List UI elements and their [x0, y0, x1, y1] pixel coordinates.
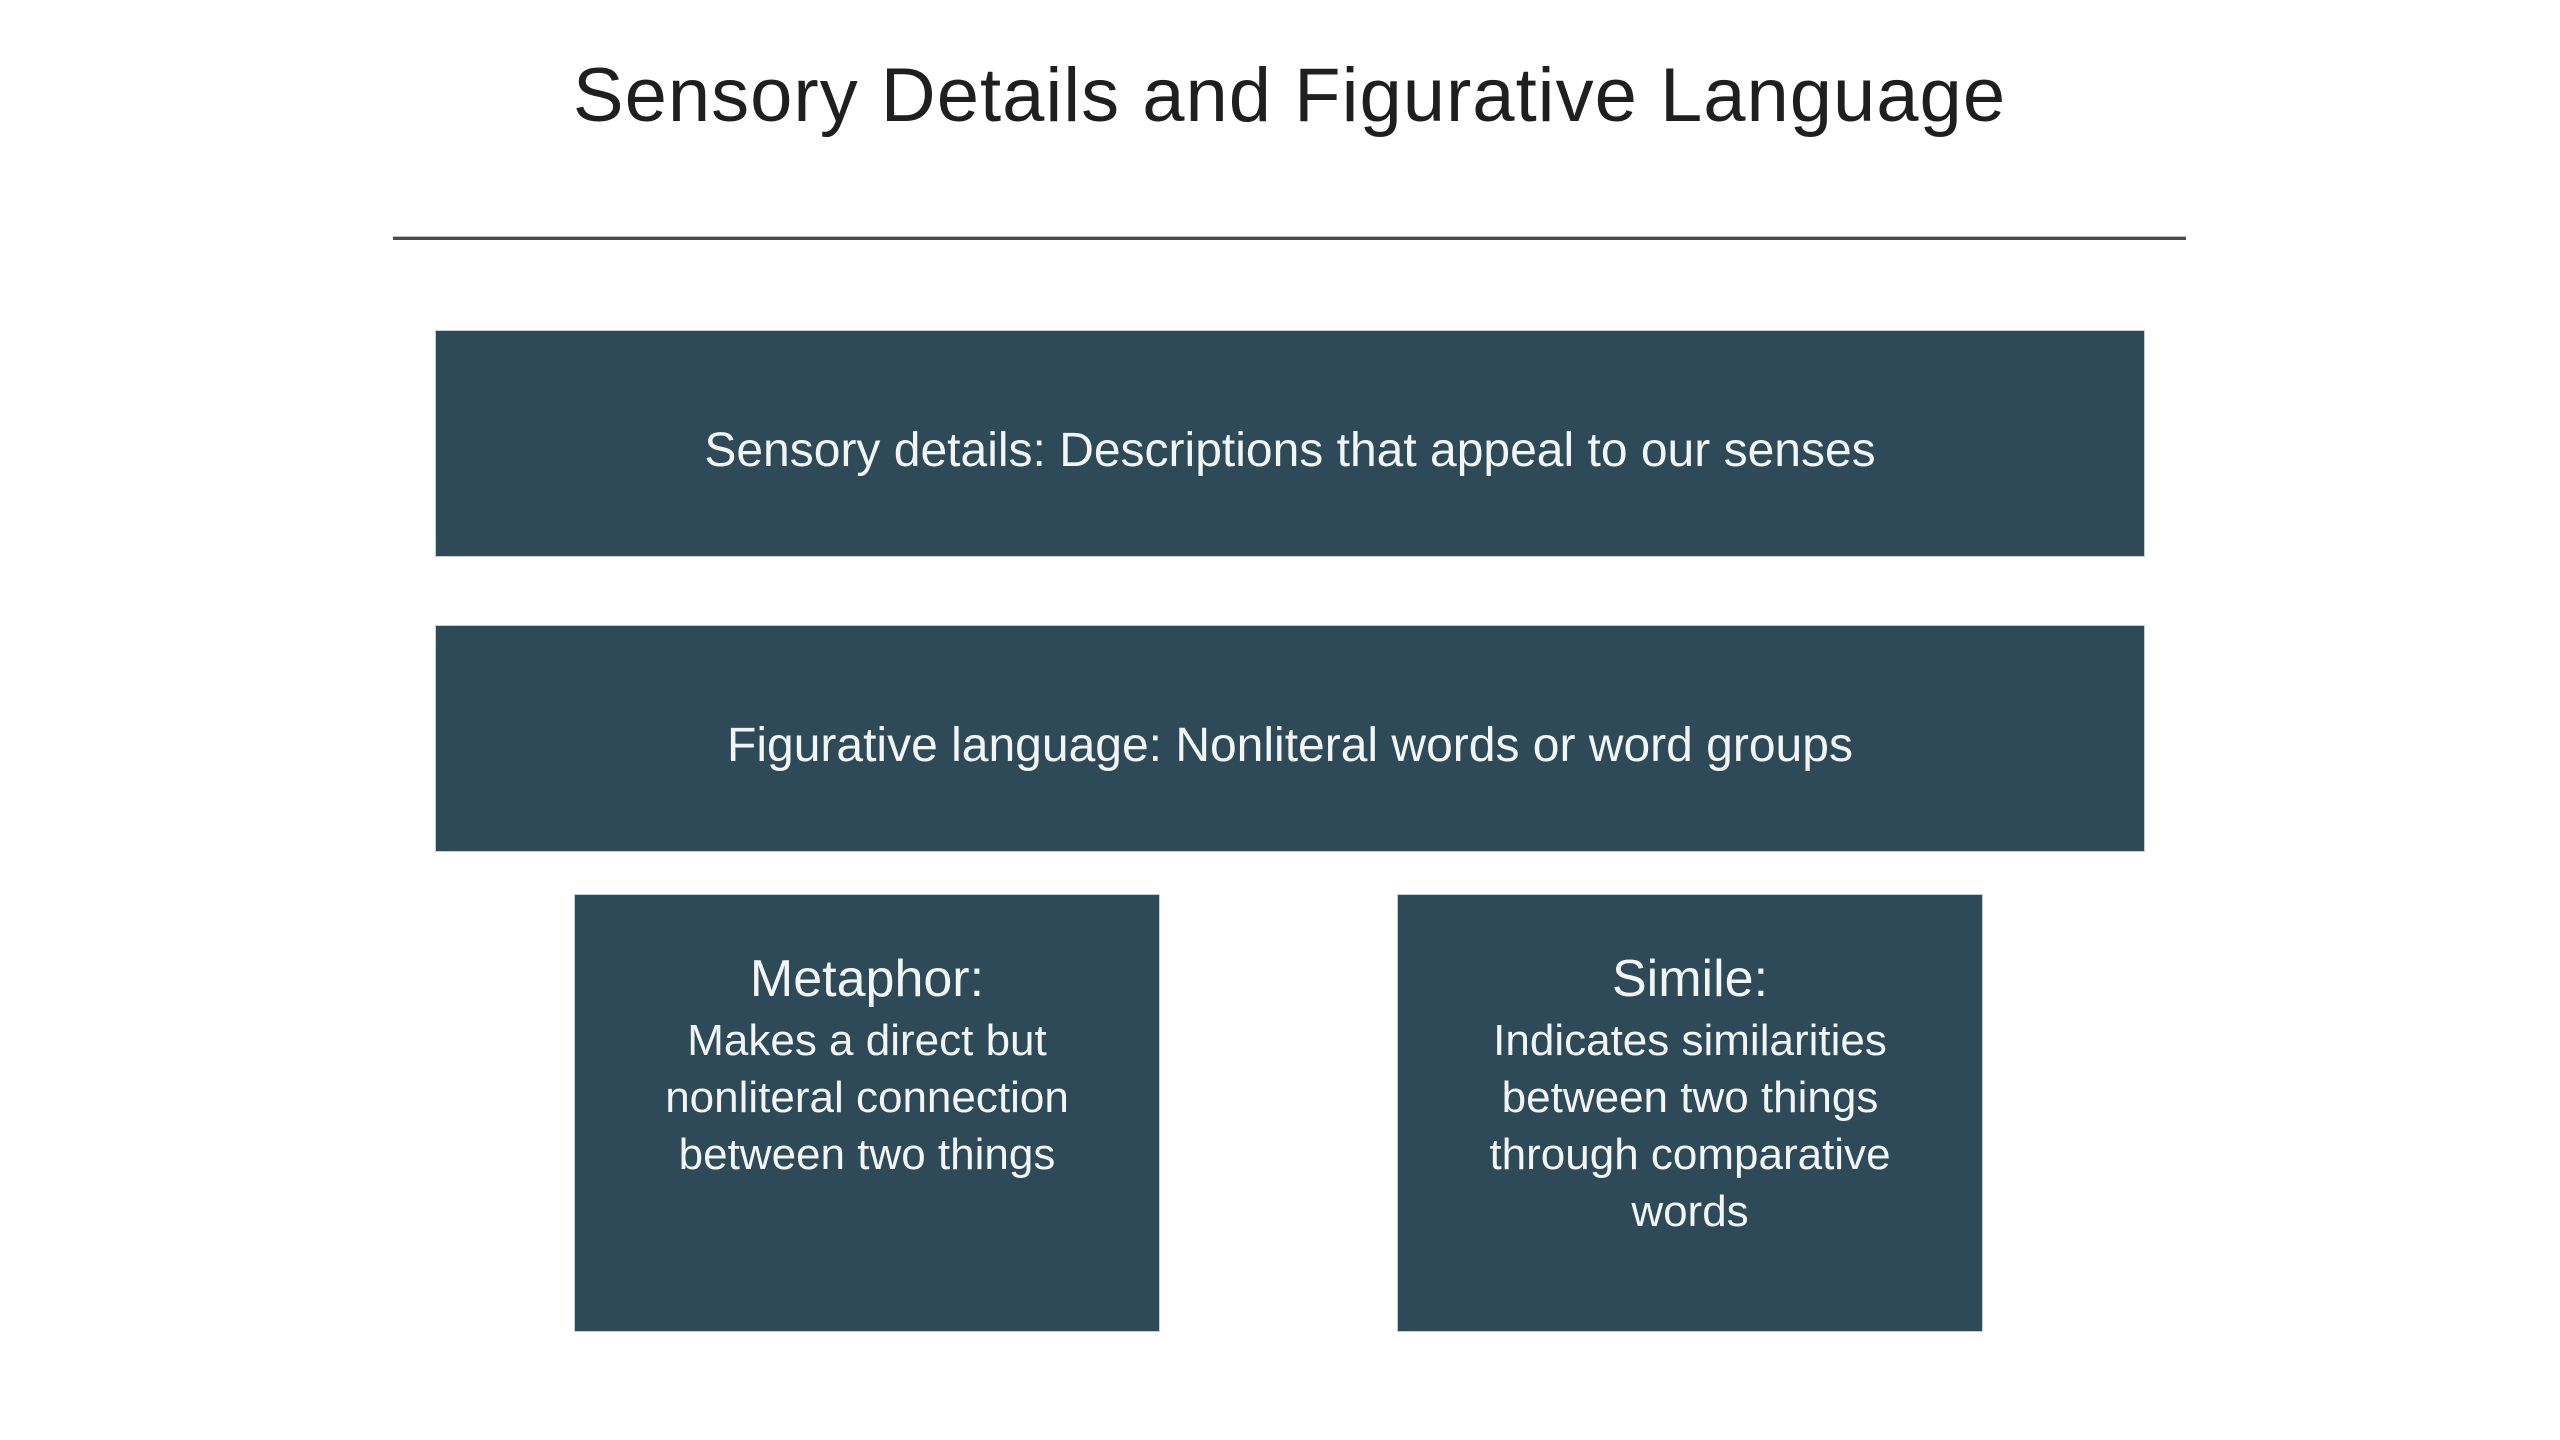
figurative-language-box: Figurative language: Nonliteral words or…: [435, 625, 2145, 852]
metaphor-heading: Metaphor:: [749, 950, 985, 1008]
simile-definition: Indicates similarities between two thing…: [1489, 1016, 1891, 1236]
title-divider: [393, 236, 2186, 240]
metaphor-box: Metaphor: Makes a direct but nonliteral …: [574, 894, 1160, 1332]
figurative-language-text: Figurative language: Nonliteral words or…: [727, 718, 1853, 772]
metaphor-definition: Makes a direct but nonliteral connection…: [665, 1016, 1069, 1179]
sensory-details-text: Sensory details: Descriptions that appea…: [704, 423, 1876, 477]
simile-box: Simile: Indicates similarities between t…: [1397, 894, 1983, 1332]
page-title: Sensory Details and Figurative Language: [572, 53, 2007, 138]
sensory-details-box: Sensory details: Descriptions that appea…: [435, 330, 2145, 557]
simile-heading: Simile:: [1611, 950, 1769, 1008]
